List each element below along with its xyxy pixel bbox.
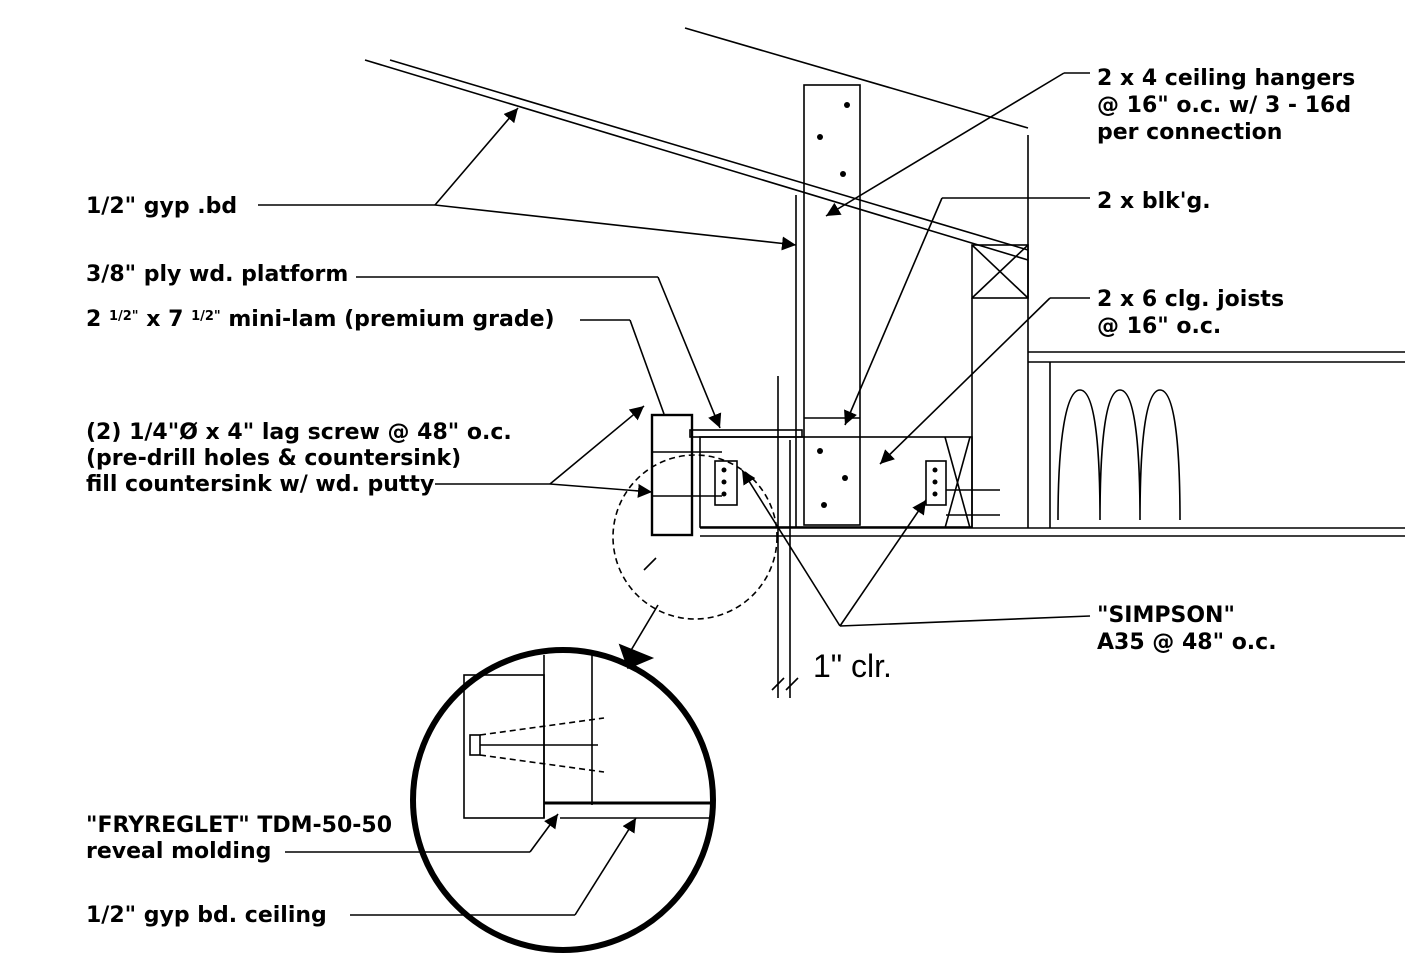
gyp-ceiling-label: 1/2" gyp bd. ceiling: [86, 903, 327, 928]
roof-line-mid: [389, 59, 1029, 251]
simpson-label-1: "SIMPSON": [1097, 603, 1235, 628]
detail-callout-circle: [612, 454, 778, 620]
enlarged-detail-circle: [410, 647, 716, 953]
mini-lam: [650, 413, 694, 537]
insulation: [1057, 389, 1181, 521]
ply-platform-label: 3/8" ply wd. platform: [86, 262, 349, 287]
ceiling-hanger: [803, 84, 861, 526]
ply-platform: [689, 429, 803, 438]
simpson-label-2: A35 @ 48" o.c.: [1097, 630, 1277, 655]
ceiling-hangers-label-2: @ 16" o.c. w/ 3 - 16d: [1097, 93, 1352, 118]
lag-screw-label-1: (2) 1/4"Ø x 4" lag screw @ 48" o.c.: [86, 420, 512, 445]
ceiling-hangers-label-3: per connection: [1097, 120, 1283, 145]
blocking: [971, 244, 1029, 299]
ceiling-hangers-label-1: 2 x 4 ceiling hangers: [1097, 66, 1356, 91]
roof-line-upper: [684, 27, 1029, 129]
joists-label-2: @ 16" o.c.: [1097, 314, 1222, 339]
fryreglet-label-1: "FRYREGLET" TDM-50-50: [86, 813, 393, 838]
joists-label-1: 2 x 6 clg. joists: [1097, 287, 1285, 312]
simpson-clip-right: [925, 460, 947, 506]
minilam-label: 2 1/2" x 7 1/2" mini-lam (premium grade): [86, 307, 555, 332]
lag-screw-label-3: fill countersink w/ wd. putty: [86, 472, 435, 497]
gyp-bd-label: 1/2" gyp .bd: [86, 194, 238, 219]
roof-line-lower: [364, 59, 1029, 261]
clearance-label: 1" clr.: [813, 648, 892, 684]
ceiling-joist: [699, 436, 973, 528]
fryreglet-label-2: reveal molding: [86, 839, 272, 864]
lag-screw-label-2: (pre-drill holes & countersink): [86, 446, 462, 471]
simpson-clip-left: [714, 460, 738, 506]
blkg-label: 2 x blk'g.: [1097, 189, 1211, 214]
